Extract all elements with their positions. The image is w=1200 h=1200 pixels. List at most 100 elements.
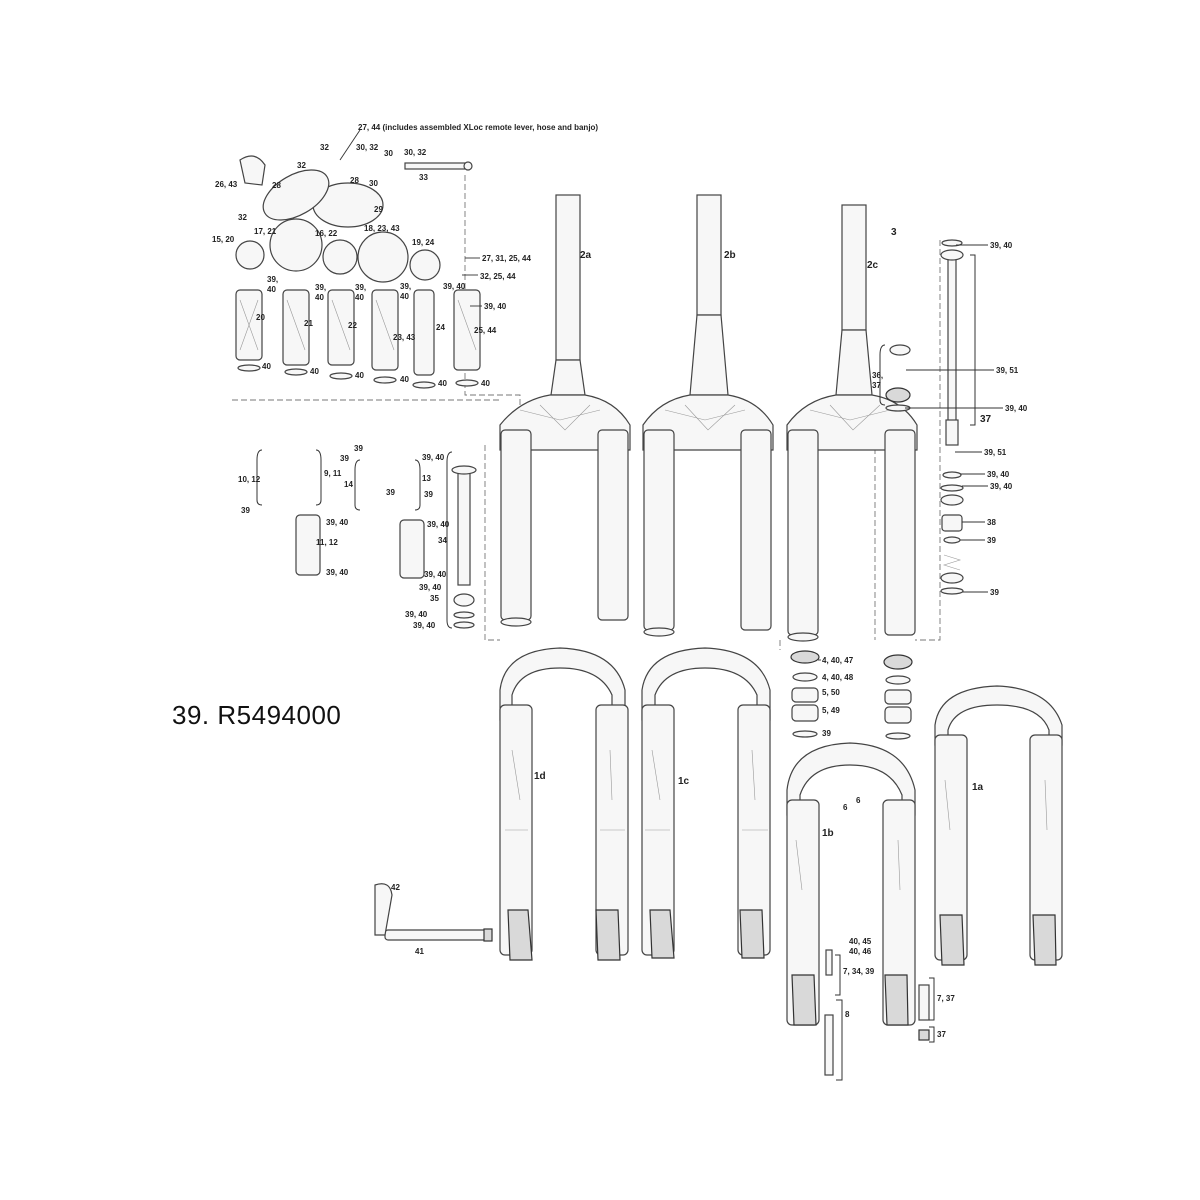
label-s-5-50: 5, 50 [822,688,840,697]
label-m-39-40c: 39, 40 [422,453,445,462]
label-s-39: 39 [822,729,831,738]
label-m-14: 14 [344,480,353,489]
label-r-39-51a: 39, 51 [996,366,1019,375]
label-m-39-40d: 39, 40 [427,520,450,529]
label-3: 3 [891,227,897,238]
label-40d: 40 [400,375,409,384]
label-r-39-40b: 39, 40 [1005,404,1028,413]
air-spring-stack [879,239,976,595]
label-21: 21 [304,319,313,328]
label-1c: 1c [678,776,690,787]
label-r-39-40d: 39, 40 [990,482,1013,491]
label-30-32a: 30, 32 [356,143,379,152]
label-32-25-44: 32, 25, 44 [480,272,516,281]
label-r-39b: 39 [990,588,999,597]
label-23-43: 23, 43 [393,333,416,342]
label-28a: 28 [350,176,359,185]
label-16-22: 16, 22 [315,229,338,238]
label-m-35: 35 [430,594,439,603]
label-32b: 32 [297,161,306,170]
crown-steerer-2b [642,194,774,637]
label-30-32b: 30, 32 [404,148,427,157]
label-19-24: 19, 24 [412,238,435,247]
lower-leg-1c [641,647,771,959]
label-39-40-f: 39, 40 [484,302,507,311]
thru-axle [374,883,493,942]
label-39-40-c: 39, [355,283,366,292]
label-m-39-40f: 39, 40 [419,583,442,592]
label-s-5-49: 5, 49 [822,706,840,715]
label-m-39d: 39 [424,490,433,499]
label-39-40-d2: 40 [400,292,409,301]
callout-labels: 27, 44 (includes assembled XLoc remote l… [212,123,1028,1039]
lower-leg-1a [934,685,1063,966]
label-m-11-12: 11, 12 [316,538,338,547]
label-m-10-12: 10, 12 [238,475,261,484]
label-r-36-37b: 37 [872,381,881,390]
label-39-40-a2: 40 [267,285,276,294]
label-27-31-25-44: 27, 31, 25, 44 [482,254,531,263]
label-m-39-40a: 39, 40 [326,518,349,527]
crown-steerer-2c [786,204,918,642]
label-28b: 28 [272,181,281,190]
label-30a: 30 [384,149,393,158]
label-26-43: 26, 43 [215,180,238,189]
label-30b: 30 [369,179,378,188]
label-b-7-34-39: 7, 34, 39 [843,967,875,976]
label-20: 20 [256,313,265,322]
label-1a: 1a [972,782,984,793]
label-1d: 1d [534,771,546,782]
label-b-7-37: 7, 37 [937,994,955,1003]
label-r-37: 37 [980,414,992,425]
label-40b: 40 [310,367,319,376]
label-40f: 40 [481,379,490,388]
label-m-39-40g: 39, 40 [405,610,428,619]
label-m-39-40e: 39, 40 [424,570,447,579]
label-32c: 32 [238,213,247,222]
label-22: 22 [348,321,357,330]
label-18-23-43: 18, 23, 43 [364,224,400,233]
label-b-37: 37 [937,1030,946,1039]
damper-cartridges [235,155,481,389]
label-b-8: 8 [845,1010,850,1019]
label-39-40-d: 39, [400,282,411,291]
label-m-39b: 39 [354,444,363,453]
label-b-40-45: 40, 45 [849,937,872,946]
label-m-39-40h: 39, 40 [413,621,436,630]
label-m-34: 34 [438,536,447,545]
label-40c: 40 [355,371,364,380]
label-r-39-40c: 39, 40 [987,470,1010,479]
compression-assemblies [256,449,477,629]
label-33: 33 [419,173,428,182]
label-39-40-b: 39, [315,283,326,292]
label-39-40-a: 39, [267,275,278,284]
label-r-39a: 39 [987,536,996,545]
label-24: 24 [436,323,445,332]
label-s-4-40-47: 4, 40, 47 [822,656,854,665]
label-1b: 1b [822,828,834,839]
label-b-40-46: 40, 46 [849,947,872,956]
label-m-13: 13 [422,474,431,483]
label-29: 29 [374,205,383,214]
label-41: 41 [415,947,424,956]
label-r-39-40a: 39, 40 [990,241,1013,250]
assembly-guide-lines [232,175,941,650]
label-17-21: 17, 21 [254,227,277,236]
label-39-40-c2: 40 [355,293,364,302]
lower-leg-1b [786,742,916,1026]
leader-lines [339,129,1003,661]
label-m-39c: 39 [340,454,349,463]
label-2b: 2b [724,250,736,261]
label-m-9-11: 9, 11 [324,469,342,478]
label-15-20: 15, 20 [212,235,235,244]
label-r-36-37a: 36, [872,371,883,380]
label-m-39e: 39 [386,488,395,497]
label-39-40-b2: 40 [315,293,324,302]
label-42: 42 [391,883,400,892]
seal-stack [790,650,913,740]
label-2c: 2c [867,260,879,271]
label-40e: 40 [438,379,447,388]
label-40a: 40 [262,362,271,371]
label-r-39-51b: 39, 51 [984,448,1007,457]
